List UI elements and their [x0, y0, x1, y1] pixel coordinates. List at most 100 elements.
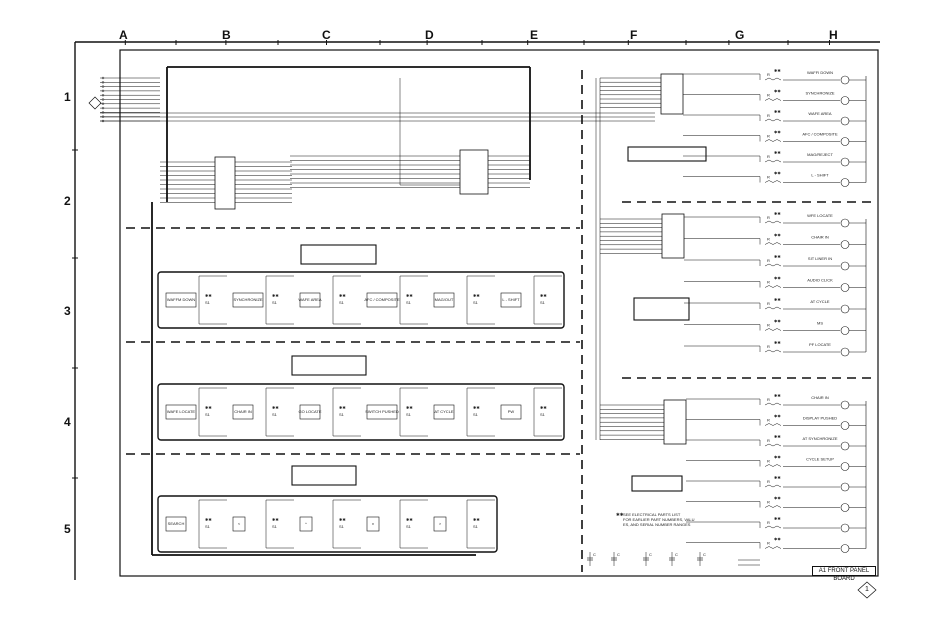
- led-symbol: [840, 96, 850, 105]
- resistor-ref: R: [767, 175, 770, 180]
- switch-label: <: [238, 521, 241, 526]
- resistor: [764, 349, 782, 353]
- resistor-ref: R: [767, 301, 770, 306]
- led-label: L - SHIFT: [811, 173, 829, 178]
- cap-ref: C: [593, 552, 596, 557]
- resistor: [764, 220, 782, 224]
- resistor-ref: R: [767, 134, 770, 139]
- resistor: [764, 546, 782, 549]
- column-header-d: D: [425, 28, 434, 42]
- ic-right-bot: [663, 399, 687, 445]
- switch-label: ^: [305, 521, 307, 526]
- switch-key: [500, 404, 522, 420]
- switch-ref: S1: [406, 524, 412, 529]
- switch-label: SYNCHRONIZE: [233, 297, 262, 302]
- led-label: PF LOCATE: [809, 342, 831, 347]
- switch-key: [232, 292, 264, 308]
- resistor-ref: R: [767, 418, 770, 423]
- section-label-box: [633, 297, 690, 321]
- switch-key: [500, 292, 522, 308]
- pin: [101, 106, 105, 110]
- switch-ref: S1: [406, 300, 412, 305]
- resistor-ref: R: [767, 113, 770, 118]
- section-label-box: [627, 146, 707, 162]
- resistor-ref: R: [767, 438, 770, 443]
- pin: [101, 76, 105, 80]
- resistor: [764, 505, 782, 508]
- led-label: WAFE AREA: [808, 111, 832, 116]
- led-symbol: [840, 441, 850, 451]
- led-symbol: [840, 218, 850, 228]
- note-mark: ✱✱: [616, 512, 624, 517]
- switch-key: [232, 516, 246, 532]
- pin: [101, 85, 105, 88]
- switch-mark: ✱✱: [339, 293, 346, 298]
- ic-center: [459, 149, 489, 195]
- switch-label: MAG/OUT: [435, 297, 454, 302]
- cap-ref: C: [675, 552, 678, 557]
- switch-key: [433, 292, 455, 308]
- led-label: AUDIO CLICK: [807, 278, 833, 283]
- led-label: MS: [817, 321, 823, 326]
- switch-ref: S1: [540, 300, 546, 305]
- resistor: [764, 525, 782, 529]
- resistor-ref: R: [767, 479, 770, 484]
- switch-label: SEARCH: [168, 521, 185, 526]
- led-symbol: [840, 326, 850, 335]
- switch-label: GO LOCATE: [298, 409, 321, 414]
- switch-ref: S1: [339, 300, 345, 305]
- led-symbol: [840, 261, 850, 271]
- section-label-box: [300, 244, 377, 265]
- pin: [101, 111, 105, 114]
- resistor-ref: R: [767, 459, 770, 464]
- led-label: SIT LINER IN: [808, 256, 832, 261]
- switch-mark: ✱✱: [540, 293, 547, 298]
- column-header-a: A: [119, 28, 128, 42]
- switch-mark: ✱✱: [339, 405, 346, 410]
- switch-mark: ✱✱: [205, 293, 212, 298]
- column-header-f: F: [630, 28, 638, 42]
- led-symbol: [840, 283, 850, 292]
- switch-ref: S1: [272, 412, 278, 417]
- switch-ref: S1: [205, 524, 211, 529]
- column-header-b: B: [222, 28, 231, 42]
- resistor: [764, 484, 782, 488]
- resistor-ref: R: [767, 258, 770, 263]
- row-header-1: 1: [64, 90, 71, 104]
- ic-right-top: [660, 73, 684, 115]
- part-mark: ✱✱: [774, 393, 781, 398]
- column-header-h: H: [829, 28, 838, 42]
- switch-ref: S1: [406, 412, 412, 417]
- led-label: AT SYNCHRONIZE: [803, 436, 838, 441]
- resistor-ref: R: [767, 237, 770, 242]
- row-header-3: 3: [64, 304, 71, 318]
- switch-key: [433, 404, 455, 420]
- switch-ref: S1: [540, 412, 546, 417]
- switch-mark: ✱✱: [339, 517, 346, 522]
- led-symbol: [840, 482, 850, 492]
- resistor: [764, 159, 782, 163]
- note-line: FOR EARLIER PART NUMBERS, VALU: [623, 517, 695, 522]
- column-header-g: G: [735, 28, 745, 42]
- resistor-ref: R: [767, 397, 770, 402]
- led-label: MAG/REJECT: [807, 152, 833, 157]
- row-header-5: 5: [64, 522, 71, 536]
- led-symbol: [840, 347, 850, 357]
- resistor: [764, 306, 782, 310]
- switch-key: [299, 404, 321, 420]
- cap-ref: C: [649, 552, 652, 557]
- switch-key: [299, 292, 321, 308]
- section-label-box: [291, 355, 367, 376]
- switch-row-bus: [157, 271, 565, 329]
- resistor: [764, 242, 782, 245]
- switch-key: [232, 404, 254, 420]
- resistor-ref: R: [767, 154, 770, 159]
- switch-label: WAFE LOCATE: [167, 409, 196, 414]
- switch-label: WAFE AREA: [298, 297, 322, 302]
- section-label-box: [291, 465, 357, 486]
- row-header-4: 4: [64, 415, 71, 429]
- switch-mark: ✱✱: [473, 517, 480, 522]
- row-header-2: 2: [64, 194, 71, 208]
- part-mark: ✱✱: [774, 109, 781, 114]
